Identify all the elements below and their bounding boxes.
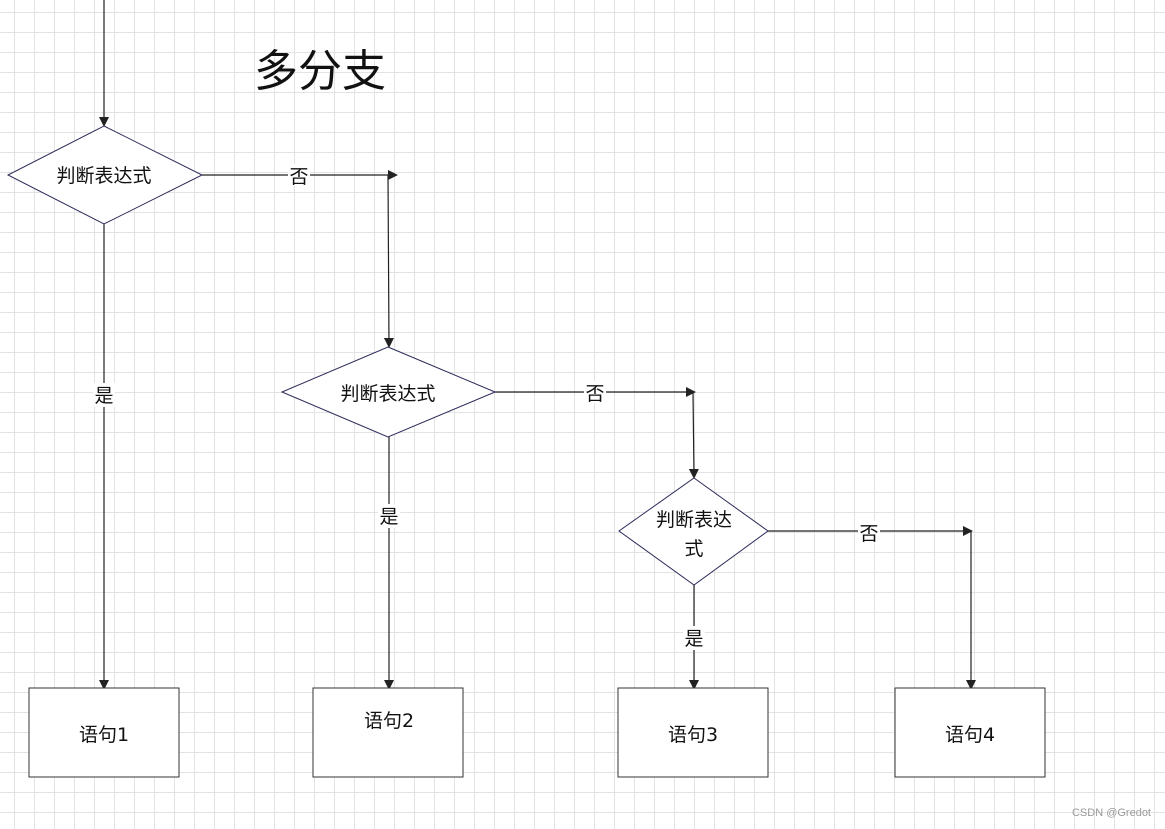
d1-yes-label: 是 bbox=[94, 385, 113, 407]
to-decision-3-arrow bbox=[688, 391, 699, 479]
d2-no-label-bg bbox=[584, 381, 606, 403]
statement-2-label: 语句2 bbox=[364, 710, 414, 732]
diagram-title: 多分支 bbox=[254, 46, 386, 97]
d3-no-label-bg bbox=[858, 521, 880, 543]
statement-1-label: 语句1 bbox=[79, 724, 129, 746]
d3-yes-label: 是 bbox=[684, 628, 703, 650]
statement-box-3 bbox=[617, 687, 769, 778]
to-decision-2-arrow bbox=[383, 174, 394, 348]
decision-1-label: 判断表达式 bbox=[56, 165, 151, 187]
statement-3-label: 语句3 bbox=[668, 724, 718, 746]
statement-box-2 bbox=[312, 687, 464, 778]
d1-yes-label-bg bbox=[93, 383, 115, 407]
decision-diamond-3 bbox=[618, 477, 769, 586]
decision-2-label: 判断表达式 bbox=[340, 383, 435, 405]
d2-yes-label-bg bbox=[378, 504, 400, 528]
d2-yes-label: 是 bbox=[379, 506, 398, 528]
decision-3-label-line2: 式 bbox=[684, 538, 703, 560]
decision-diamond-2 bbox=[280, 346, 497, 438]
d3-no-label: 否 bbox=[859, 523, 878, 545]
watermark: CSDN @Gredot bbox=[1071, 807, 1151, 819]
d2-no-label: 否 bbox=[585, 383, 604, 405]
decision-3-label-line1: 判断表达 bbox=[656, 509, 732, 531]
statement-box-4 bbox=[894, 687, 1046, 778]
d1-no-label-bg bbox=[288, 164, 310, 186]
statement-box-1 bbox=[28, 687, 180, 778]
statement-4-label: 语句4 bbox=[945, 724, 995, 746]
d3-yes-label-bg bbox=[683, 626, 705, 650]
d1-no-label: 否 bbox=[289, 166, 308, 188]
